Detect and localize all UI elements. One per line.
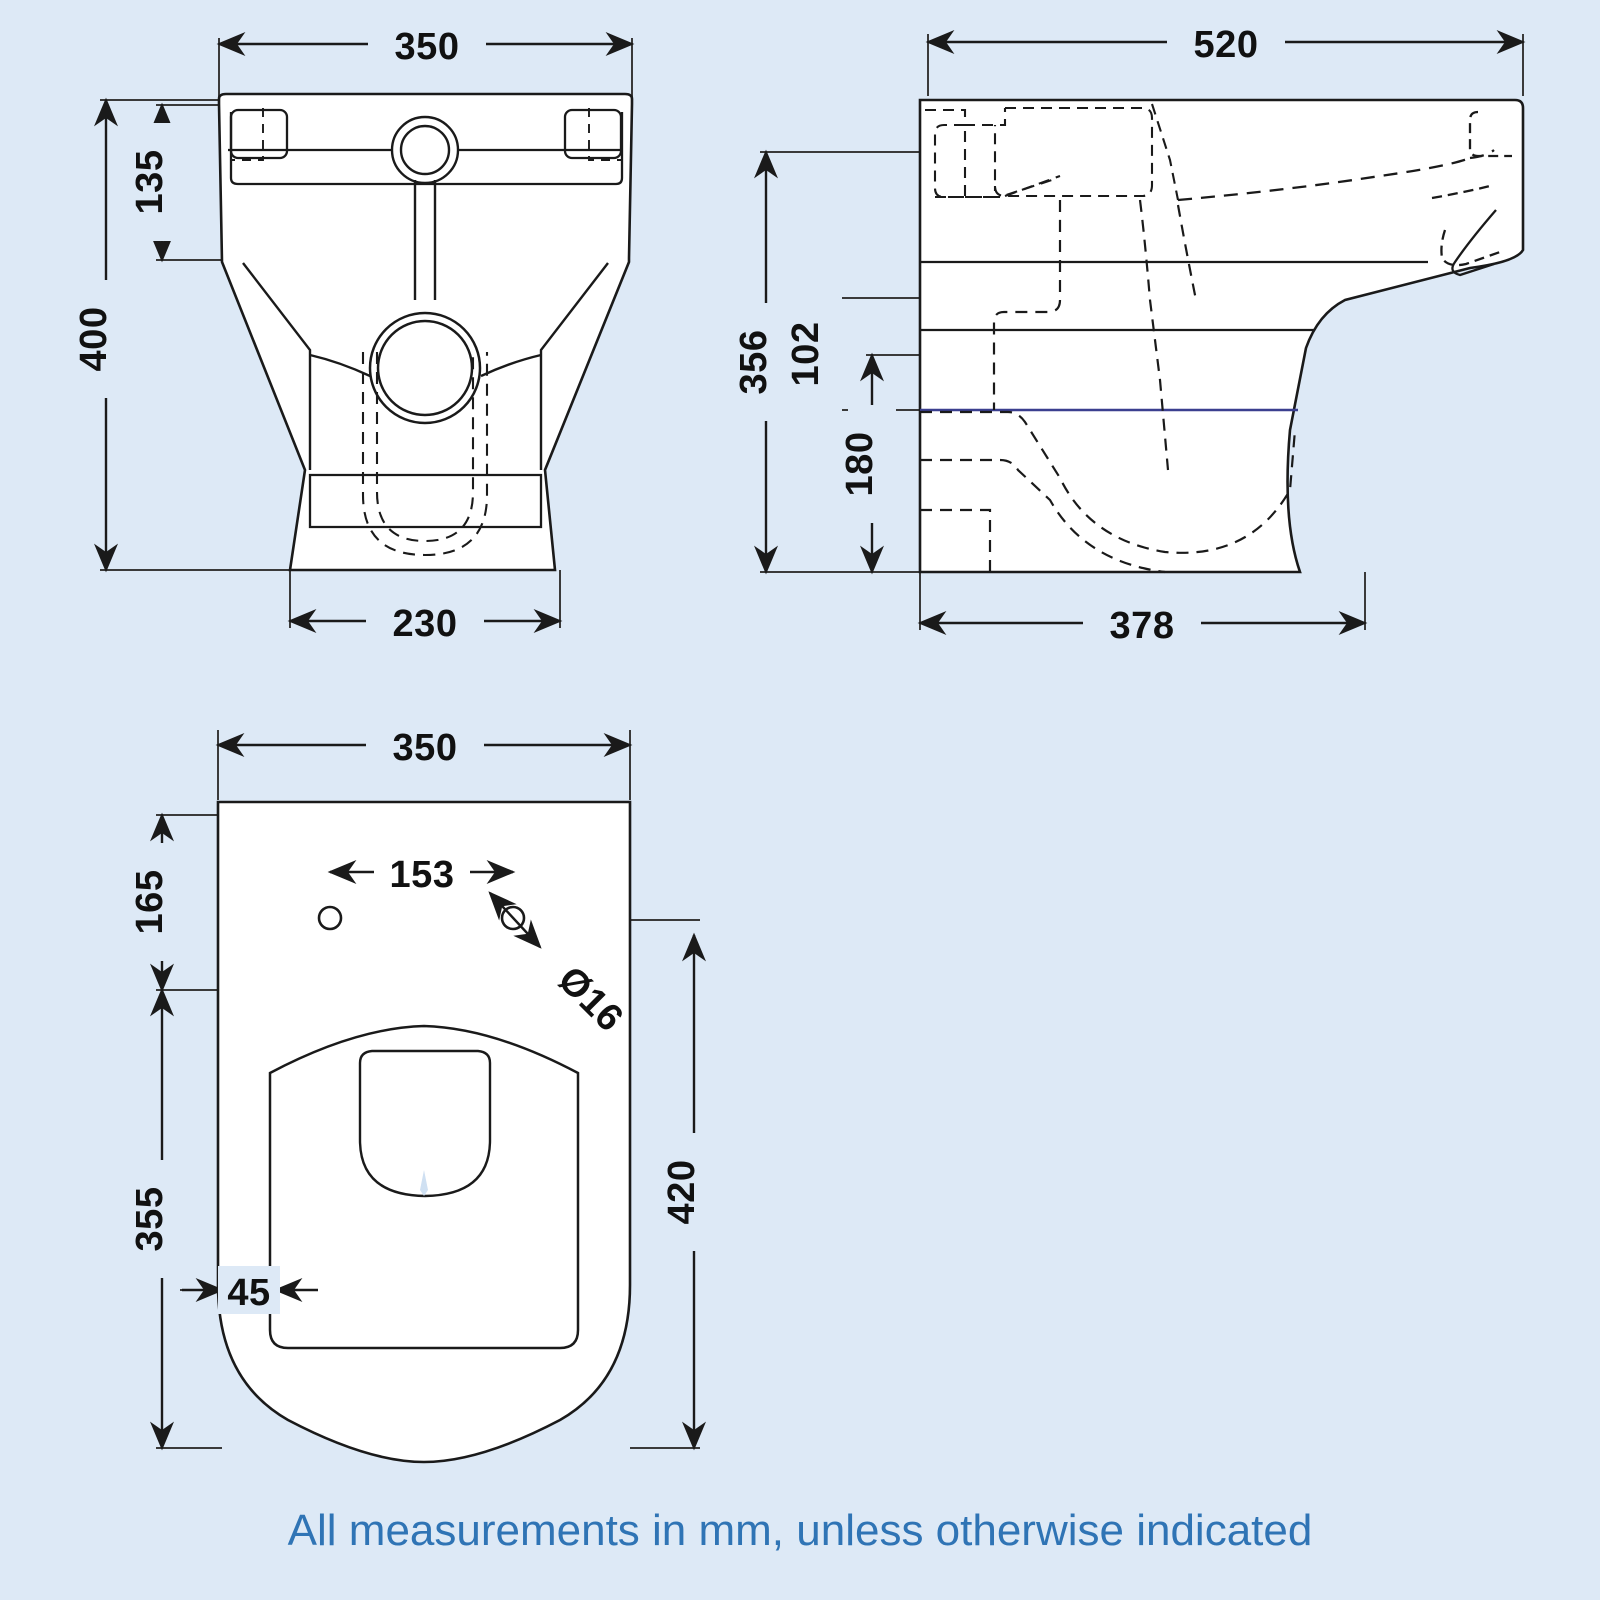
front-height-135-label: 135 — [129, 150, 171, 215]
side-view: 520 356 102 180 378 — [733, 18, 1526, 647]
side-height-102-label: 102 — [785, 322, 827, 387]
plan-width-350-label: 350 — [393, 727, 458, 769]
side-view-body-outline — [918, 98, 1525, 574]
side-view-seat-profile — [1177, 149, 1495, 202]
side-view-seat-bracket — [1451, 209, 1497, 277]
front-height-135-dimension: 135 — [129, 102, 186, 263]
front-height-400-dimension: 400 — [73, 97, 130, 573]
plan-top-165-label: 165 — [129, 870, 171, 935]
front-view-flush-button — [390, 115, 460, 185]
plan-lower-355-dimension: 355 — [129, 987, 186, 1451]
side-view-hidden-cistern — [925, 103, 1180, 201]
plan-view-fixing-hole-left — [317, 905, 343, 931]
plan-depth-420-dimension: 420 — [661, 932, 718, 1451]
plan-top-165-dimension: 165 — [129, 812, 186, 993]
side-height-180-label: 180 — [839, 432, 881, 497]
plan-view: 350 153 Ø16 165 355 420 — [129, 721, 718, 1464]
side-base-378-label: 378 — [1110, 605, 1175, 647]
plan-offset-45-dimension: 45 — [182, 1266, 318, 1314]
front-base-230-dimension: 230 — [287, 597, 563, 645]
side-view-hidden-flush-channel — [992, 199, 1198, 471]
side-height-102-dimension: 102 — [785, 295, 842, 413]
plan-view-centre-mark — [420, 1170, 428, 1196]
front-view-base-step — [308, 473, 543, 529]
plan-view-seat-opening — [358, 1049, 492, 1198]
side-depth-520-dimension: 520 — [925, 18, 1526, 66]
side-height-180-dimension: 180 — [839, 352, 896, 575]
front-width-350-label: 350 — [395, 26, 460, 68]
plan-lower-355-label: 355 — [129, 1187, 171, 1252]
front-view-centre-spine — [413, 180, 437, 300]
measurement-units-caption: All measurements in mm, unless otherwise… — [288, 1506, 1313, 1555]
front-width-350-dimension: 350 — [216, 20, 635, 68]
side-view-section-lines — [920, 260, 1428, 332]
front-view: 350 400 135 230 — [73, 20, 635, 645]
side-height-356-label: 356 — [733, 330, 775, 395]
plan-holes-153-dimension: 153 — [327, 848, 516, 896]
front-view-hidden-bowl — [361, 352, 489, 557]
plan-holes-153-label: 153 — [390, 854, 455, 896]
plan-depth-420-label: 420 — [661, 1160, 703, 1225]
side-base-378-dimension: 378 — [917, 599, 1368, 647]
front-base-230-label: 230 — [393, 603, 458, 645]
plan-view-pan-outline — [216, 800, 632, 1464]
plan-width-350-dimension: 350 — [215, 721, 633, 769]
plan-offset-45-label: 45 — [227, 1272, 270, 1314]
front-height-400-label: 400 — [73, 307, 115, 372]
side-view-rear-fixing — [1431, 110, 1512, 267]
front-view-trap-circle — [368, 311, 482, 425]
side-view-hidden-bowl — [920, 410, 1297, 574]
plan-view-seat-outline — [268, 1024, 580, 1350]
side-height-356-dimension: 356 — [733, 149, 790, 575]
front-view-pedestal — [242, 262, 609, 470]
front-view-hidden-corner-detail — [231, 108, 621, 161]
side-depth-520-label: 520 — [1194, 24, 1259, 66]
